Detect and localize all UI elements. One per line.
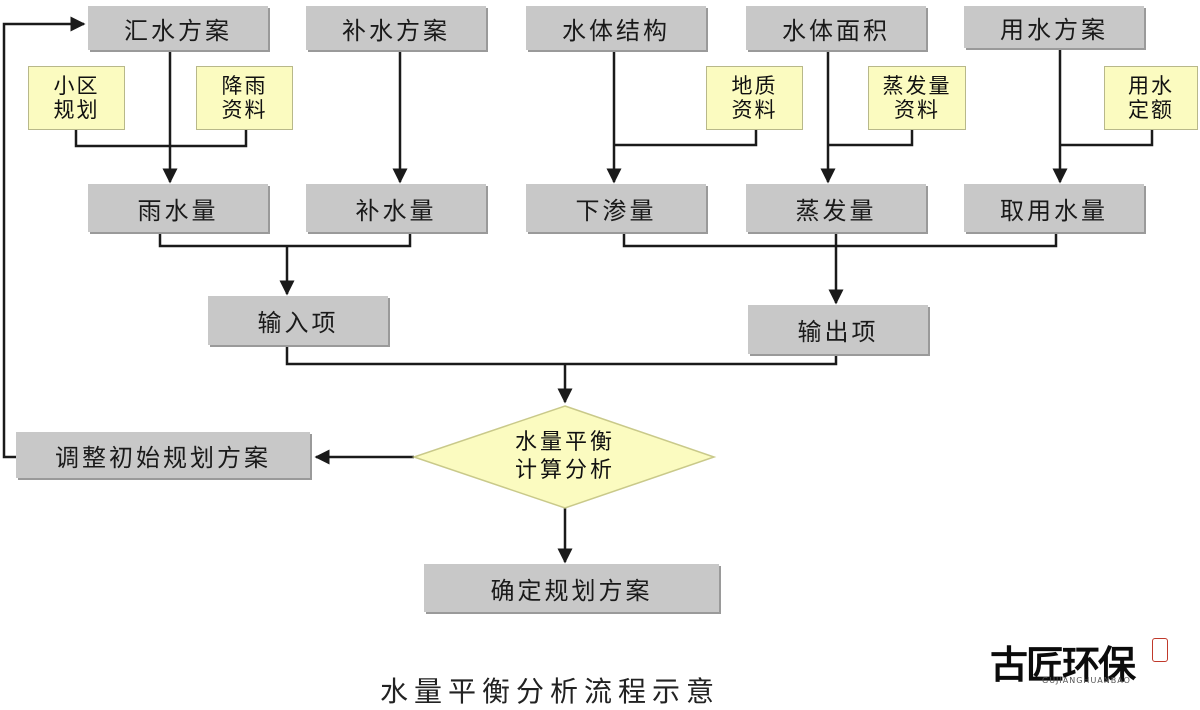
decision-line: 水量平衡 xyxy=(514,430,615,455)
note-line: 蒸发量 xyxy=(882,74,952,98)
node-queding: 确定规划方案 xyxy=(424,564,719,612)
note-line: 资料 xyxy=(731,98,778,122)
connector-dizhi xyxy=(614,128,758,147)
note-line: 资料 xyxy=(221,98,268,122)
note-line: 小区 xyxy=(53,74,100,98)
node-shuiti-jiegou: 水体结构 xyxy=(526,6,706,50)
seal-icon xyxy=(1152,638,1168,662)
connector-feedback-loop xyxy=(2,16,86,459)
note-jiangyu-ziliao: 降雨 资料 xyxy=(196,66,293,130)
logo-subtitle: GUJIANGHUANBAO xyxy=(1042,676,1131,685)
node-shuruxiang: 输入项 xyxy=(208,296,388,345)
note-line: 降雨 xyxy=(221,74,268,98)
connector-zhengfa-ziliao xyxy=(828,128,914,147)
note-line: 定额 xyxy=(1128,98,1174,122)
node-shuchuxiang: 输出项 xyxy=(748,305,928,354)
note-line: 地质 xyxy=(731,74,778,98)
note-line: 用水 xyxy=(1128,74,1174,98)
decision-label: 水量平衡 计算分析 xyxy=(465,427,665,487)
logo-name: 古匠环保 xyxy=(990,642,1136,687)
node-zhengfaliang: 蒸发量 xyxy=(746,184,926,232)
note-xiaoqu-guihua: 小区 规划 xyxy=(28,66,125,130)
node-shuiti-mianji: 水体面积 xyxy=(746,6,926,50)
connector-balance-merge xyxy=(285,345,838,366)
diagram-caption: 水量平衡分析流程示意 xyxy=(380,675,721,708)
node-bushui-fangan: 补水方案 xyxy=(306,6,486,50)
node-huishui-fangan: 汇水方案 xyxy=(88,6,268,50)
note-yongshui-dinge: 用水 定额 xyxy=(1104,66,1198,130)
connector-notes-bracket-left xyxy=(74,128,248,148)
note-zhengfaliang-ziliao: 蒸发量 资料 xyxy=(868,66,966,130)
node-xiashenliang: 下渗量 xyxy=(526,184,706,232)
brand-logo: 古匠环保 GUJIANGHUANBAO xyxy=(990,632,1168,690)
connector-input-merge xyxy=(158,232,412,248)
node-quyongshuiliang: 取用水量 xyxy=(964,184,1144,232)
connector-output-merge xyxy=(622,232,1058,248)
note-dizhi-ziliao: 地质 资料 xyxy=(706,66,803,130)
node-yongshui-fangan: 用水方案 xyxy=(964,6,1144,48)
decision-diamond xyxy=(411,405,717,509)
node-yushuiliang: 雨水量 xyxy=(88,184,268,232)
node-tiaozheng: 调整初始规划方案 xyxy=(16,432,310,478)
node-bushuiliang: 补水量 xyxy=(306,184,486,232)
note-line: 资料 xyxy=(894,98,940,122)
note-line: 规划 xyxy=(53,98,100,122)
connector-dinge xyxy=(1060,128,1154,147)
decision-line: 计算分析 xyxy=(514,458,615,483)
